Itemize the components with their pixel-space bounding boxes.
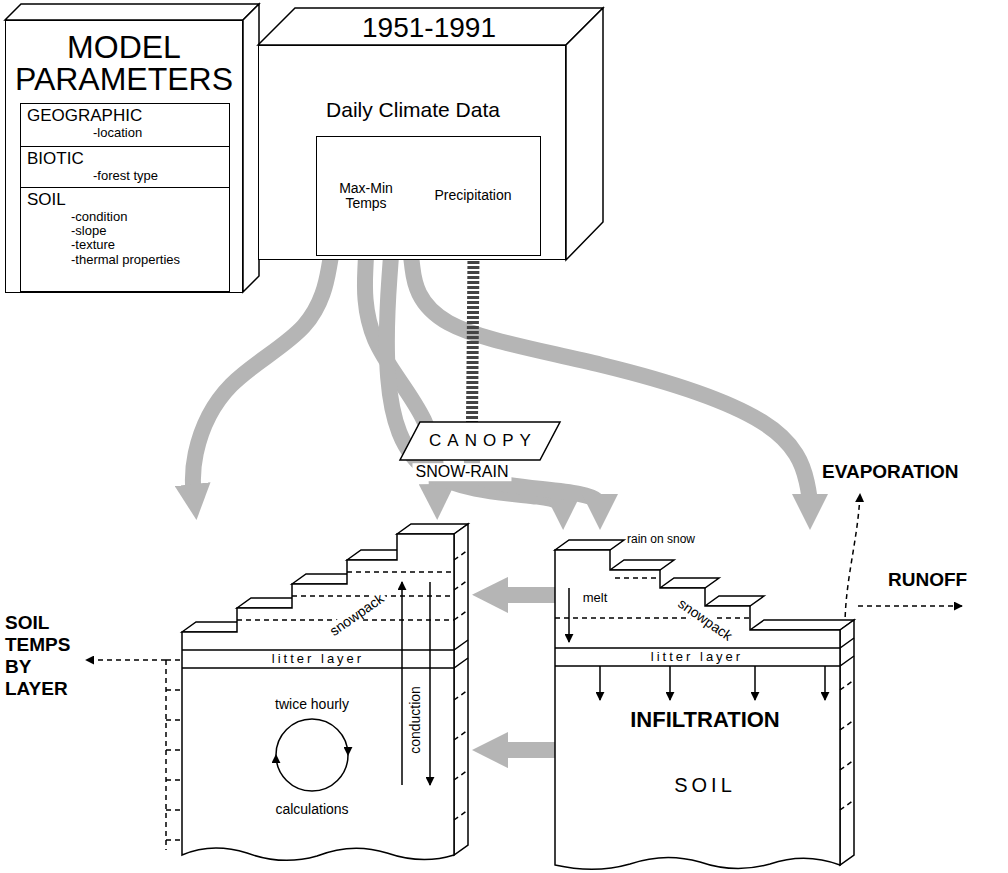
output-label: SOIL TEMPS BY LAYER — [5, 612, 79, 699]
canopy-shape: CANOPY — [400, 422, 560, 460]
cycle-arrow — [276, 755, 312, 791]
parameter-item: -slope — [21, 224, 229, 238]
soil-layer-line — [454, 730, 468, 740]
step-top-face — [750, 620, 854, 630]
box-side-face — [566, 8, 603, 260]
data-cell: Max-Min Temps — [316, 136, 416, 256]
soil-layer-line — [840, 680, 854, 690]
infiltration-arrow — [824, 666, 826, 700]
box-top-face — [258, 8, 603, 45]
cycle-arrow — [312, 719, 348, 755]
section-heading: SOIL — [21, 188, 229, 210]
box-top-face — [5, 4, 259, 20]
soil-temperature-block: snowpackconductionlitter layertwice hour… — [182, 520, 472, 865]
cycle-arc — [312, 755, 348, 791]
section-heading: GEOGRAPHIC — [21, 104, 229, 126]
parameter-box: MODEL PARAMETERSGEOGRAPHIC-locationBIOTI… — [5, 20, 243, 293]
process-label: melt — [583, 591, 608, 605]
parameter-section: SOIL-condition-slope-texture-thermal pro… — [20, 188, 230, 292]
litter-line — [555, 638, 854, 648]
process-label: calculations — [275, 802, 348, 817]
flow-label: SNOW-RAIN — [412, 463, 511, 481]
year-range: 1951-1991 — [362, 13, 496, 44]
cell-text: Max-Min Temps — [317, 181, 415, 212]
cycle-arc — [276, 719, 312, 755]
snow-layer-line — [454, 550, 468, 560]
layer-label: litter layer — [272, 652, 364, 666]
flow-arrow — [492, 587, 555, 603]
cell-text: Precipitation — [434, 188, 511, 203]
soil-layer-line — [840, 720, 854, 730]
step-top-face — [555, 540, 624, 550]
process-label: conduction — [408, 686, 423, 754]
step-top-face — [705, 596, 764, 606]
dashed-line — [166, 809, 182, 811]
process-label: rain on snow — [627, 533, 695, 546]
dashed-line — [165, 660, 167, 850]
step-top-face — [660, 578, 719, 588]
parameter-item: -texture — [21, 238, 229, 252]
snow-layer-line — [454, 580, 468, 590]
flow-arrow — [492, 742, 555, 758]
box-title: Daily Climate Data — [326, 98, 500, 121]
parameter-item: -location — [21, 126, 229, 144]
parameter-section: BIOTIC-forest type — [20, 147, 230, 188]
runoff-arrow — [858, 605, 962, 607]
dashed-line — [166, 689, 182, 691]
snow-layer-line — [347, 571, 454, 573]
box-side-face — [243, 4, 259, 292]
soil-layer-line — [840, 760, 854, 770]
section-heading: BIOTIC — [21, 147, 229, 169]
output-label: EVAPORATION — [822, 462, 959, 483]
precipitation-bar — [472, 256, 474, 422]
dashed-line — [166, 749, 182, 751]
soil-block-front — [555, 550, 840, 869]
node-outline — [555, 530, 855, 865]
step-top-face — [610, 560, 674, 570]
soil-layer-line — [840, 800, 854, 810]
process-label: INFILTRATION — [630, 708, 780, 732]
box-title: MODEL PARAMETERS — [6, 21, 242, 103]
infiltration-arrow — [599, 666, 601, 700]
parameter-item: -condition — [21, 210, 229, 224]
layer-label: SOIL — [674, 774, 736, 796]
melt-arrow — [568, 588, 570, 642]
box-depth — [5, 4, 603, 292]
output-label: RUNOFF — [888, 570, 967, 591]
flow-arrow — [411, 256, 810, 510]
snow-layer-line — [615, 577, 660, 579]
litter-line — [182, 640, 468, 650]
process-label: twice hourly — [275, 697, 349, 712]
layer-label: litter layer — [651, 650, 743, 664]
dashed-line — [166, 779, 182, 781]
data-cell: Precipitation — [406, 136, 541, 256]
parameter-item: -thermal properties — [21, 253, 229, 271]
infiltration-arrow — [669, 666, 671, 700]
soil-layer-line — [454, 770, 468, 780]
snow-layer-line — [454, 610, 468, 620]
climate-data-box: 1951-1991Daily Climate DataMax-Min Temps… — [258, 45, 566, 260]
soil-block-front — [182, 534, 454, 860]
dashed-line — [166, 839, 182, 841]
output-arrow — [86, 659, 166, 661]
dashed-line — [166, 719, 182, 721]
canopy-text: CANOPY — [423, 432, 537, 451]
parameter-section: GEOGRAPHIC-location — [20, 103, 230, 147]
infiltration-arrow — [754, 666, 756, 700]
dashed-line — [166, 659, 182, 661]
parallelogram — [400, 422, 560, 460]
soil-layer-line — [454, 690, 468, 700]
snow-layer-line — [555, 617, 750, 619]
conduction-arrow — [401, 582, 403, 785]
soil-layer-line — [454, 810, 468, 820]
block-side-face — [454, 524, 468, 855]
conduction-arrow — [429, 582, 431, 785]
parameter-item: -forest type — [21, 169, 229, 187]
soil-water-block: rain on snowsnowpackmeltlitter layerINFI… — [555, 530, 855, 865]
evaporation-arrow — [845, 494, 860, 626]
